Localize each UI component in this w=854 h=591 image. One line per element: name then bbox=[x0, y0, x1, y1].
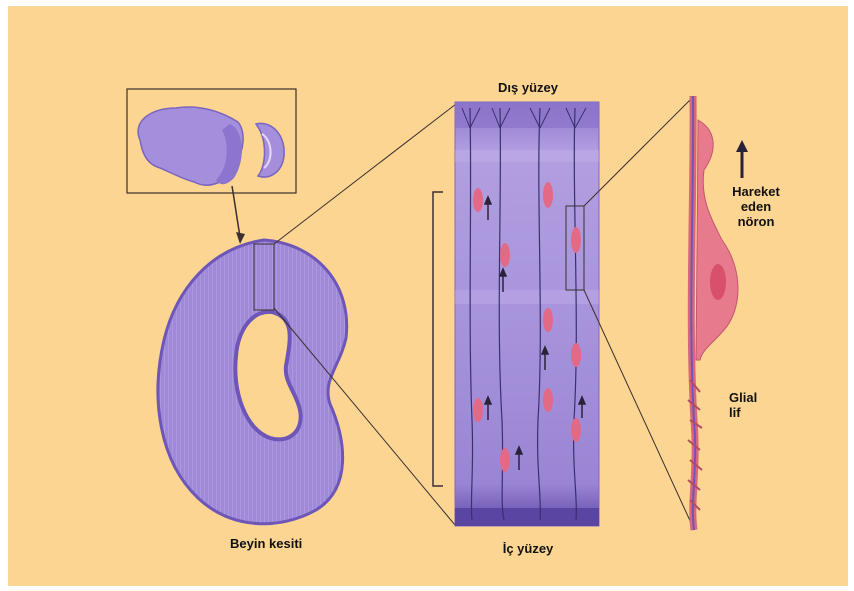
neuron-nucleus bbox=[710, 264, 726, 300]
neuron bbox=[571, 418, 581, 442]
glial-fiber-detail bbox=[688, 96, 748, 530]
moving-neuron bbox=[696, 120, 738, 360]
moving-neuron-label-line3: nöron bbox=[726, 214, 786, 229]
neuron bbox=[500, 243, 510, 267]
brain-section-shape bbox=[158, 240, 347, 524]
moving-neuron-label-line2: eden bbox=[726, 199, 786, 214]
neuron bbox=[473, 398, 483, 422]
brain-inset bbox=[127, 89, 296, 193]
neuron bbox=[543, 388, 553, 412]
brain-section-label: Beyin kesiti bbox=[230, 536, 302, 551]
moving-neuron-label-line1: Hareket bbox=[726, 184, 786, 199]
inner-surface-label: İç yüzey bbox=[492, 541, 564, 556]
outer-surface-label: Dış yüzey bbox=[492, 80, 564, 95]
moving-neuron-label: Hareket eden nöron bbox=[726, 184, 786, 229]
glial-fiber-label-line2: lif bbox=[729, 405, 757, 420]
glial-fiber-label: Glial lif bbox=[729, 390, 757, 420]
cortex-column bbox=[455, 102, 599, 526]
neuron bbox=[473, 188, 483, 212]
zone-bracket bbox=[433, 192, 443, 486]
neuron bbox=[500, 448, 510, 472]
neuron bbox=[571, 227, 581, 253]
neuron bbox=[543, 308, 553, 332]
neuron bbox=[543, 182, 553, 208]
glial-fiber-label-line1: Glial bbox=[729, 390, 757, 405]
neuron bbox=[571, 343, 581, 367]
